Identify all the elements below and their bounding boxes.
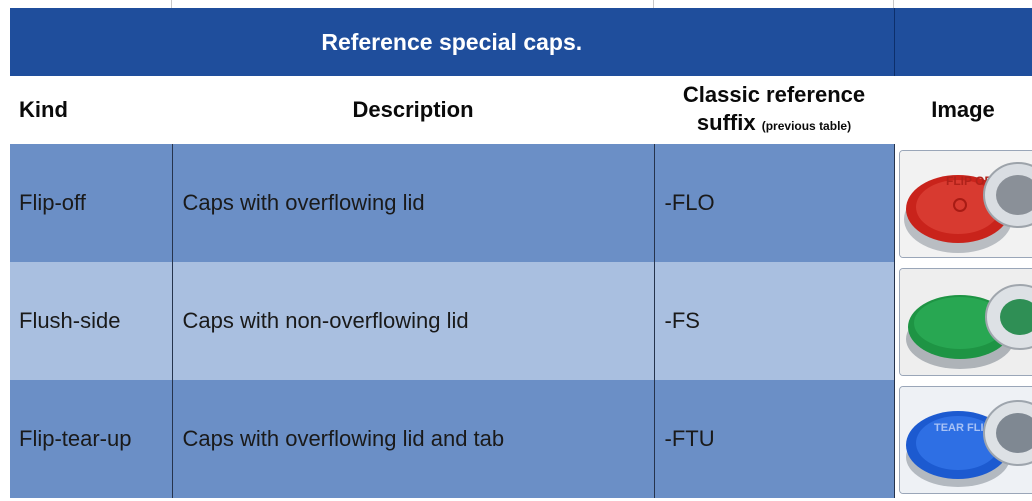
- header-suffix-line2: suffix (previous table): [654, 109, 894, 140]
- cell-suffix: -FS: [653, 262, 894, 380]
- cell-description: Caps with non-overflowing lid: [171, 262, 654, 380]
- header-suffix-word: suffix: [696, 109, 756, 135]
- red-flip-off-cap-photo: FLIP OFF: [898, 150, 1032, 258]
- table-title: Reference special caps.: [10, 8, 895, 76]
- cell-kind: Flip-tear-up: [10, 380, 172, 498]
- table-row: Flip-off Caps with overflowing lid -FLO …: [10, 144, 1032, 262]
- header-suffix: Classic reference suffix (previous table…: [654, 76, 894, 144]
- header-image: Image: [894, 76, 1032, 144]
- table-row: Flush-side Caps with non-overflowing lid…: [10, 262, 1032, 380]
- cell-image: [893, 262, 1032, 380]
- table-header-row: Kind Description Classic reference suffi…: [10, 76, 1032, 144]
- table-row: Flip-tear-up Caps with overflowing lid a…: [10, 380, 1032, 498]
- header-suffix-note: (previous table): [761, 118, 852, 133]
- gridline-tick: [171, 0, 172, 8]
- cell-description: Caps with overflowing lid: [171, 144, 654, 262]
- title-row-empty-cell: [894, 8, 1032, 76]
- header-description: Description: [172, 76, 654, 144]
- top-gridline-strip: [0, 0, 1032, 8]
- gridline-tick: [653, 0, 654, 8]
- special-caps-table: Reference special caps. Kind Description…: [10, 8, 1032, 498]
- table-title-row: Reference special caps.: [10, 8, 1032, 76]
- cell-kind: Flush-side: [10, 262, 172, 380]
- blue-flip-tear-up-cap-photo: TEAR FLIP UP: [898, 386, 1032, 494]
- header-suffix-line1: Classic reference: [682, 81, 866, 107]
- cell-image: TEAR FLIP UP: [893, 380, 1032, 498]
- cell-suffix: -FLO: [653, 144, 894, 262]
- cell-description: Caps with overflowing lid and tab: [171, 380, 654, 498]
- header-kind: Kind: [10, 76, 172, 144]
- cell-suffix: -FTU: [653, 380, 894, 498]
- cell-image: FLIP OFF: [893, 144, 1032, 262]
- gridline-tick: [893, 0, 894, 8]
- cell-kind: Flip-off: [10, 144, 172, 262]
- green-flush-side-cap-photo: [898, 268, 1032, 376]
